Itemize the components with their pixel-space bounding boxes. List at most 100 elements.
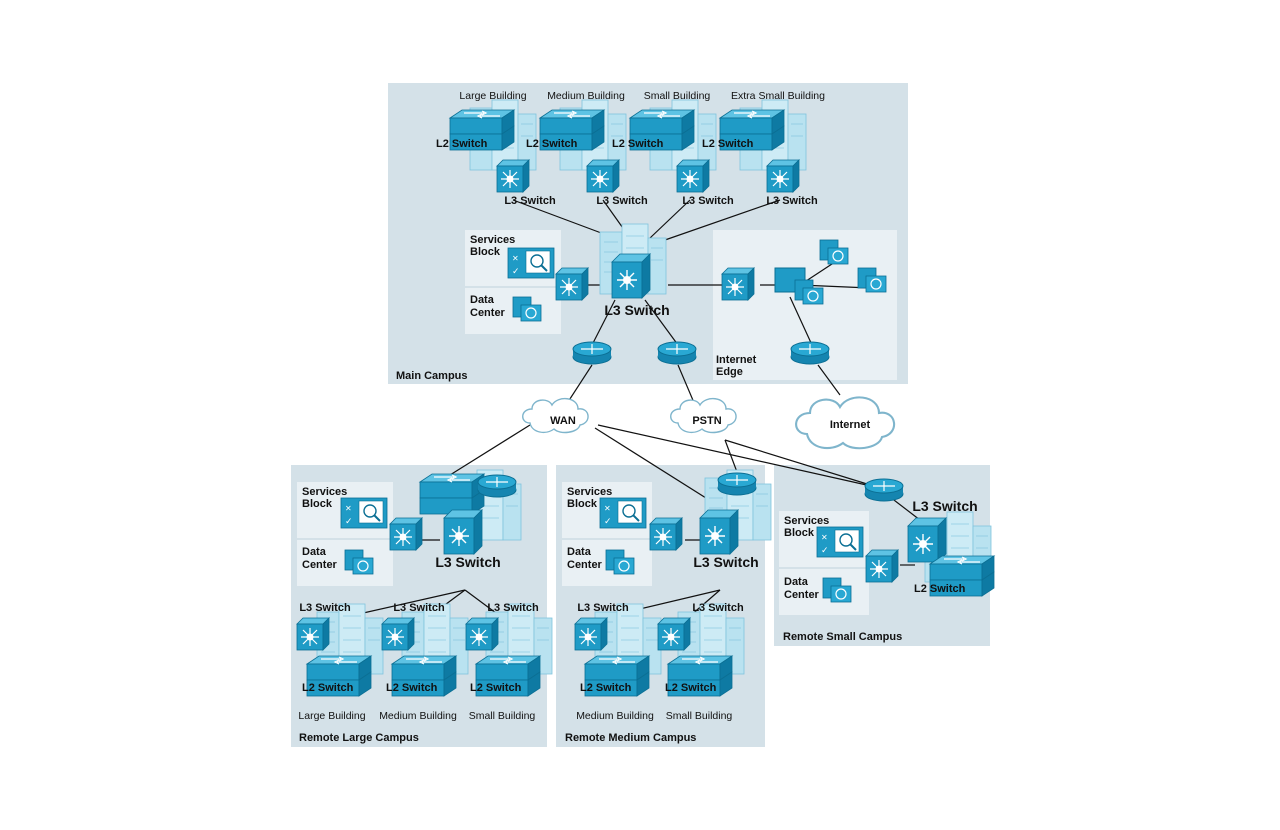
rm-services-label-2: Block xyxy=(567,498,598,510)
pstn-router-icon xyxy=(657,341,697,365)
rl-building-label: Small Building xyxy=(469,710,536,722)
rm-data-center-label: Data xyxy=(567,546,592,558)
main-building-label: Medium Building xyxy=(547,90,625,102)
rm-l2-label-prefix: L2 xyxy=(665,682,681,694)
rl-services-label-2: Block xyxy=(302,498,333,510)
main-building-label: Extra Small Building xyxy=(731,90,825,102)
remote-small-services-l3-icon xyxy=(865,549,899,583)
internet-label: Internet xyxy=(830,419,871,431)
main-data-center-label-2: Center xyxy=(470,307,506,319)
rl-building-label: Large Building xyxy=(298,710,365,722)
internet-router-icon xyxy=(790,341,830,365)
l3-switch-icon xyxy=(496,159,530,193)
rm-l2-label: L2 Switch xyxy=(665,682,717,694)
rm-l2-label-prefix: L2 xyxy=(580,682,596,694)
main-services-label: Services xyxy=(470,234,515,246)
rs-services-label-2: Block xyxy=(784,527,815,539)
link-11 xyxy=(789,296,813,346)
remote-medium-core-l3-icon xyxy=(699,509,739,555)
main-l2-switch-label-prefix: L2 xyxy=(612,138,628,150)
link-2 xyxy=(649,199,691,239)
l3-switch-icon xyxy=(657,617,691,651)
main-l3-switch-label: L3 Switch xyxy=(596,195,648,207)
devices-layer xyxy=(296,99,995,697)
main-l2-switch-label-suffix: Switch xyxy=(628,138,664,150)
remote-medium-title: Remote Medium Campus xyxy=(565,732,696,744)
services-l3-switch-icon xyxy=(555,267,589,301)
main-l3-switch-label: L3 Switch xyxy=(766,195,818,207)
main-building-label: Small Building xyxy=(644,90,711,102)
l3-switch-icon xyxy=(574,617,608,651)
rl-l2-label-prefix: L2 xyxy=(302,682,318,694)
services-appliance-icon xyxy=(507,247,555,279)
rm-l3-label: L3 Switch xyxy=(692,602,744,614)
rl-l2-label-suffix: Switch xyxy=(318,682,354,694)
link-17 xyxy=(597,424,881,489)
main-core-label: L3 Switch xyxy=(604,302,669,318)
rs-data-center-label: Data xyxy=(784,576,809,588)
core-l3-switch-icon xyxy=(611,253,651,299)
rl-l2-label: L2 Switch xyxy=(470,682,522,694)
rs-services-label: Services xyxy=(784,515,829,527)
wan-label: WAN xyxy=(550,415,576,427)
services-appliance-icon xyxy=(599,497,647,529)
remote-medium-services-l3-icon xyxy=(649,517,683,551)
rl-building-label: Medium Building xyxy=(379,710,457,722)
remote-large-title: Remote Large Campus xyxy=(299,732,419,744)
rl-l3-label: L3 Switch xyxy=(299,602,351,614)
rm-data-center-label-2: Center xyxy=(567,559,603,571)
link-15 xyxy=(449,424,531,476)
link-16 xyxy=(594,427,726,511)
rl-l2-label-prefix: L2 xyxy=(386,682,402,694)
main-l2-switch-label: L2 Switch xyxy=(436,138,488,150)
rm-l2-label-suffix: Switch xyxy=(596,682,632,694)
rl-l2-label-suffix: Switch xyxy=(486,682,522,694)
rl-l3-label: L3 Switch xyxy=(393,602,445,614)
link-22 xyxy=(349,589,466,617)
internet-edge-label-2: Edge xyxy=(716,366,743,378)
main-l2-switch-label-suffix: Switch xyxy=(452,138,488,150)
remote-large-core-l3-icon xyxy=(443,509,483,555)
link-7 xyxy=(644,299,679,346)
main-l2-switch-label-prefix: L2 xyxy=(526,138,542,150)
rl-l2-label: L2 Switch xyxy=(386,682,438,694)
main-l3-switch-label: L3 Switch xyxy=(504,195,556,207)
rm-l2-label: L2 Switch xyxy=(580,682,632,694)
remote-large-router-icon xyxy=(477,474,517,498)
rm-services-label: Services xyxy=(567,486,612,498)
rl-l2-label-suffix: Switch xyxy=(402,682,438,694)
wan-router-icon xyxy=(572,341,612,365)
l3-switch-icon xyxy=(296,617,330,651)
main-l2-switch-label: L2 Switch xyxy=(612,138,664,150)
rm-building-label: Medium Building xyxy=(576,710,654,722)
rs-l2-label-suffix: Switch xyxy=(930,583,966,595)
main-l2-switch-label-suffix: Switch xyxy=(542,138,578,150)
link-6 xyxy=(591,299,616,346)
remote-small-title: Remote Small Campus xyxy=(783,631,902,643)
main-building-label: Large Building xyxy=(459,90,526,102)
link-3 xyxy=(664,199,781,241)
services-appliance-icon xyxy=(340,497,388,529)
remote-large-services-l3-icon xyxy=(389,517,423,551)
main-l3-switch-label: L3 Switch xyxy=(682,195,734,207)
main-services-label-2: Block xyxy=(470,246,501,258)
l3-switch-icon xyxy=(465,617,499,651)
rs-core-label: L3 Switch xyxy=(912,498,977,514)
rm-core-label: L3 Switch xyxy=(693,554,758,570)
panels-layer xyxy=(291,83,990,747)
rm-l3-label: L3 Switch xyxy=(577,602,629,614)
remote-small-l3-icon xyxy=(907,517,947,563)
rm-l2-label-suffix: Switch xyxy=(681,682,717,694)
main-l2-switch-label: L2 Switch xyxy=(702,138,754,150)
remote-small-router-icon xyxy=(864,478,904,502)
main-l2-switch-label-suffix: Switch xyxy=(718,138,754,150)
main-campus-title: Main Campus xyxy=(396,370,468,382)
link-14 xyxy=(677,364,696,406)
main-l2-switch-label: L2 Switch xyxy=(526,138,578,150)
rl-core-label: L3 Switch xyxy=(435,554,500,570)
main-data-center-label: Data xyxy=(470,294,495,306)
internet-edge-label: Internet xyxy=(716,354,757,366)
l3-switch-icon xyxy=(676,159,710,193)
link-19 xyxy=(724,439,881,489)
